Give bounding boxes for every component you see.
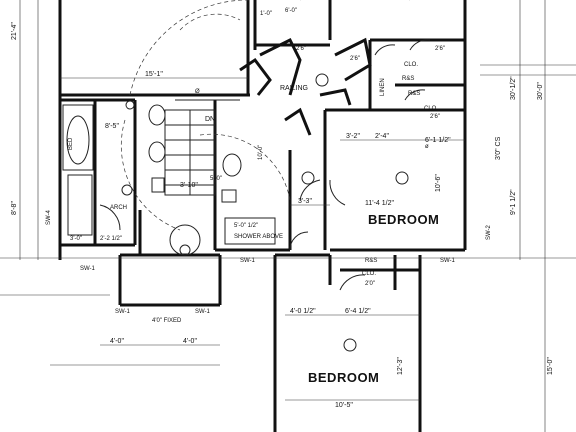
- dim-12-3: 12'-3": [397, 357, 404, 375]
- dim-2-4: 2'-4": [375, 133, 389, 140]
- stair-down-label: DN: [205, 116, 215, 123]
- rod-shelf-label-2: R&S: [408, 91, 420, 97]
- window-tag-2: SW-1: [240, 258, 256, 264]
- room-label-bedroom-lower: BEDROOM: [308, 370, 379, 385]
- dim-3-10: 3'-10": [180, 182, 198, 189]
- door-swings: [99, 0, 431, 291]
- dim-10-0: 10'-0": [258, 145, 264, 160]
- fixed-window-label: 4'0" FIXED: [152, 318, 182, 324]
- ceiling-mark-1: Ø: [195, 89, 200, 95]
- rod-shelf-label-1: R&S: [402, 76, 414, 82]
- dim-10-6: 10'-6": [435, 174, 442, 192]
- bed-label: BED: [68, 137, 74, 150]
- dim-2-0: 2'0": [365, 281, 375, 287]
- dim-15-0: 15'-0": [547, 357, 554, 375]
- window-tag-7: SW-4: [46, 209, 52, 225]
- shower-label: SHOWER ABOVE: [234, 234, 283, 240]
- dim-10-5: 10'-5": [335, 402, 353, 409]
- dim-8-5: 8'-5": [105, 123, 119, 130]
- dim-9-1-1-2: 9'-1 1/2": [510, 189, 517, 215]
- bath-fixtures: [62, 104, 276, 256]
- closet-label-1: CLO.: [404, 62, 418, 68]
- arch-label: ARCH: [110, 205, 127, 211]
- window-tag-6: SW-2: [486, 224, 492, 240]
- dim-1-0: 1'-0": [260, 11, 272, 17]
- room-labels: BEDROOM BEDROOM: [308, 212, 439, 385]
- dim-21-4: 21'-4": [11, 22, 18, 40]
- window-tag-1: SW-1: [80, 266, 96, 272]
- shower-dim-label: 5'-0" 1/2": [234, 223, 258, 229]
- dim-3-0-b: 3'-0": [70, 236, 82, 242]
- railing-label: RAILING: [280, 85, 308, 92]
- dim-6-1-1-2: 6'-1 1/2": [425, 137, 451, 144]
- dim-4-0-a: 4'-0": [110, 338, 124, 345]
- dim-11-4-1-2: 11'-4 1/2": [365, 200, 395, 207]
- dim-3-0-cs: 3'0" CS: [495, 136, 502, 160]
- closet-label-2: CLO.: [424, 106, 438, 112]
- dim-15-1: 15'-1": [145, 71, 163, 78]
- window-tag-4: SW-1: [115, 309, 131, 315]
- dim-6-4-1-2: 6'-4 1/2": [345, 308, 371, 315]
- window-tag-5: SW-1: [440, 258, 456, 264]
- rod-shelf-label-3: R&S: [365, 258, 377, 264]
- ceiling-mark-2: ø: [425, 144, 429, 150]
- linen-label: LINEN: [380, 78, 386, 96]
- room-label-bedroom-upper: BEDROOM: [368, 212, 439, 227]
- dim-2-6-a: 2'6": [296, 46, 306, 52]
- dim-2-6-d: 2'6": [430, 114, 440, 120]
- ceiling-lights: [125, 73, 409, 352]
- dim-3-3: 3'-3": [298, 198, 312, 205]
- annotations: RAILING DN LINEN CLO. CLO. CLO. R&S R&S …: [46, 62, 492, 324]
- dim-2-6-b: 2'6": [350, 56, 360, 62]
- dim-30-1-2: 30'-1/2": [510, 76, 517, 100]
- dim-4-0-b: 4'-0": [183, 338, 197, 345]
- dim-6-0: 6'-0": [285, 8, 297, 14]
- window-tag-3: SW-1: [195, 309, 211, 315]
- dim-8-8: 8'-8": [11, 201, 18, 215]
- dim-2-2-1-2: 2'-2 1/2": [100, 236, 122, 242]
- dimension-text: 15'-1" 8'-5" 3'-10" 3'-2" 2'-4" 6'-1 1/2…: [11, 8, 554, 409]
- dim-3-2: 3'-2": [346, 133, 360, 140]
- hall-angles: [239, 37, 372, 136]
- dim-4-0-1-2: 4'-0 1/2": [290, 308, 316, 315]
- dim-5-0: 5'-0": [210, 176, 222, 182]
- dim-2-6-c: 2'6": [435, 46, 445, 52]
- stair-treads: [164, 99, 240, 196]
- closet-label-3: CLO.: [362, 271, 376, 277]
- dim-30-0: 30'-0": [537, 82, 544, 100]
